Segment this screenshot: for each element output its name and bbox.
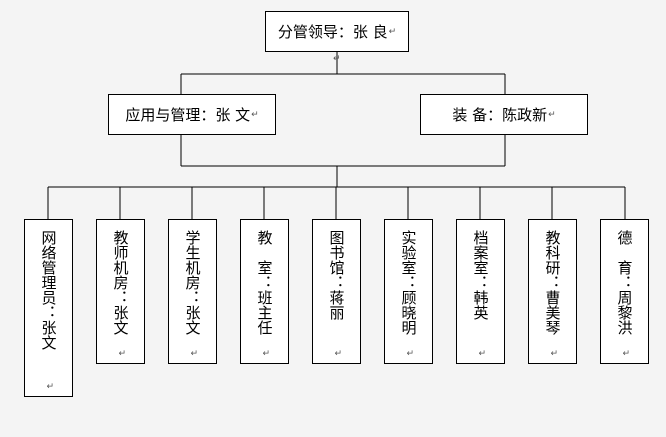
- unit-box-archives: 档案室：韩英 ↵: [456, 219, 505, 364]
- return-mark: ↵: [406, 349, 415, 359]
- unit-box-library: 图书馆：蒋丽 ↵: [312, 219, 361, 364]
- deputy-label: 装 备：陈政新: [452, 106, 548, 124]
- deputy-label: 应用与管理：张 文: [125, 106, 251, 124]
- unit-label: 网络管理员：张文: [39, 230, 58, 350]
- unit-label: 教科研：曹美琴: [543, 230, 562, 335]
- unit-label: 档案室：韩英: [471, 230, 490, 320]
- unit-box-laboratory: 实验室：顾晓明 ↵: [384, 219, 433, 364]
- return-mark: ↵: [251, 109, 259, 120]
- return-mark: ↵: [190, 349, 199, 359]
- top-leader-box: 分管领导：张 良 ↵: [265, 11, 409, 52]
- unit-box-teacher-lab: 教师机房：张文 ↵: [96, 219, 145, 364]
- unit-label: 图书馆：蒋丽: [327, 230, 346, 320]
- return-mark: ↵: [478, 349, 487, 359]
- return-mark: ↵: [548, 109, 556, 120]
- unit-label: 学生机房：张文: [183, 230, 202, 335]
- return-mark: ↵: [334, 349, 343, 359]
- unit-box-research: 教科研：曹美琴 ↵: [528, 219, 577, 364]
- return-mark: ↵: [550, 349, 559, 359]
- return-mark: ↵: [262, 349, 271, 359]
- junction-mark: ↵: [333, 54, 341, 64]
- return-mark: ↵: [622, 349, 631, 359]
- unit-box-student-lab: 学生机房：张文 ↵: [168, 219, 217, 364]
- return-mark: ↵: [118, 349, 127, 359]
- unit-box-classroom: 教 室：班主任 ↵: [240, 219, 289, 364]
- unit-label: 教师机房：张文: [111, 230, 130, 335]
- return-mark: ↵: [46, 382, 55, 392]
- unit-label: 教 室：班主任: [255, 230, 274, 335]
- unit-label: 德 育：周黎洪: [615, 230, 634, 335]
- top-leader-label: 分管领导：张 良: [277, 23, 388, 41]
- deputy-box-equipment: 装 备：陈政新 ↵: [420, 94, 588, 135]
- unit-box-network-admin: 网络管理员：张文 ↵: [24, 219, 73, 397]
- deputy-box-application: 应用与管理：张 文 ↵: [108, 94, 276, 135]
- return-mark: ↵: [388, 26, 397, 37]
- unit-box-moral-education: 德 育：周黎洪 ↵: [600, 219, 649, 364]
- unit-label: 实验室：顾晓明: [399, 230, 418, 335]
